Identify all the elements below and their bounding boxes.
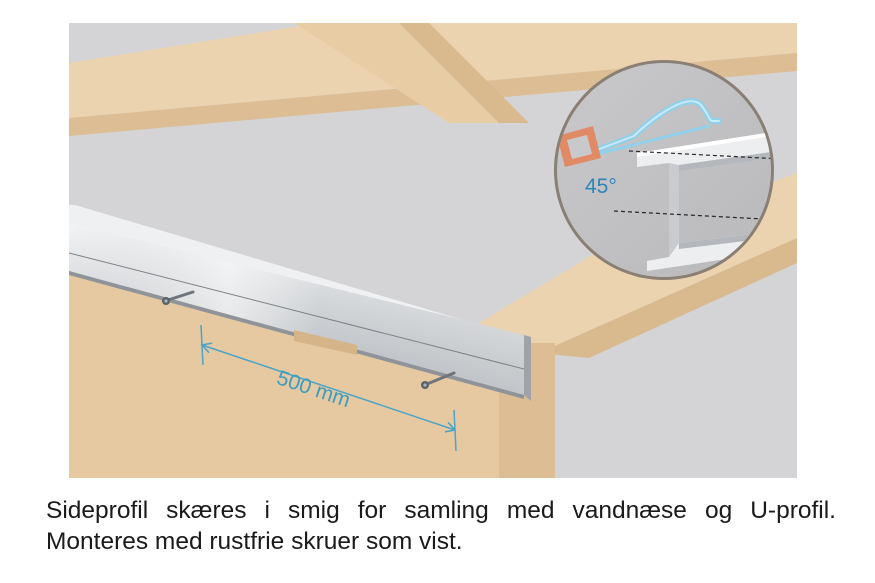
caption-line-2: Monteres med rustfrie skruer som vist. — [46, 528, 463, 555]
rafter-diagonal — [294, 23, 529, 123]
caption-line-1: Sideprofil skæres i smig for samling med… — [46, 497, 836, 524]
dimension-line — [200, 342, 457, 433]
angle-label: 45° — [585, 175, 617, 198]
screw-left — [162, 290, 195, 305]
dimension-tick-right — [453, 409, 457, 452]
dimension-tick-left — [200, 324, 204, 366]
cut-line-top — [628, 150, 771, 160]
detail-inset: 45° — [554, 60, 774, 280]
caption: Sideprofil skæres i smig for samling med… — [46, 495, 836, 557]
assembly-illustration: 500 mm 45° — [69, 23, 797, 478]
saw-icon — [557, 98, 722, 167]
